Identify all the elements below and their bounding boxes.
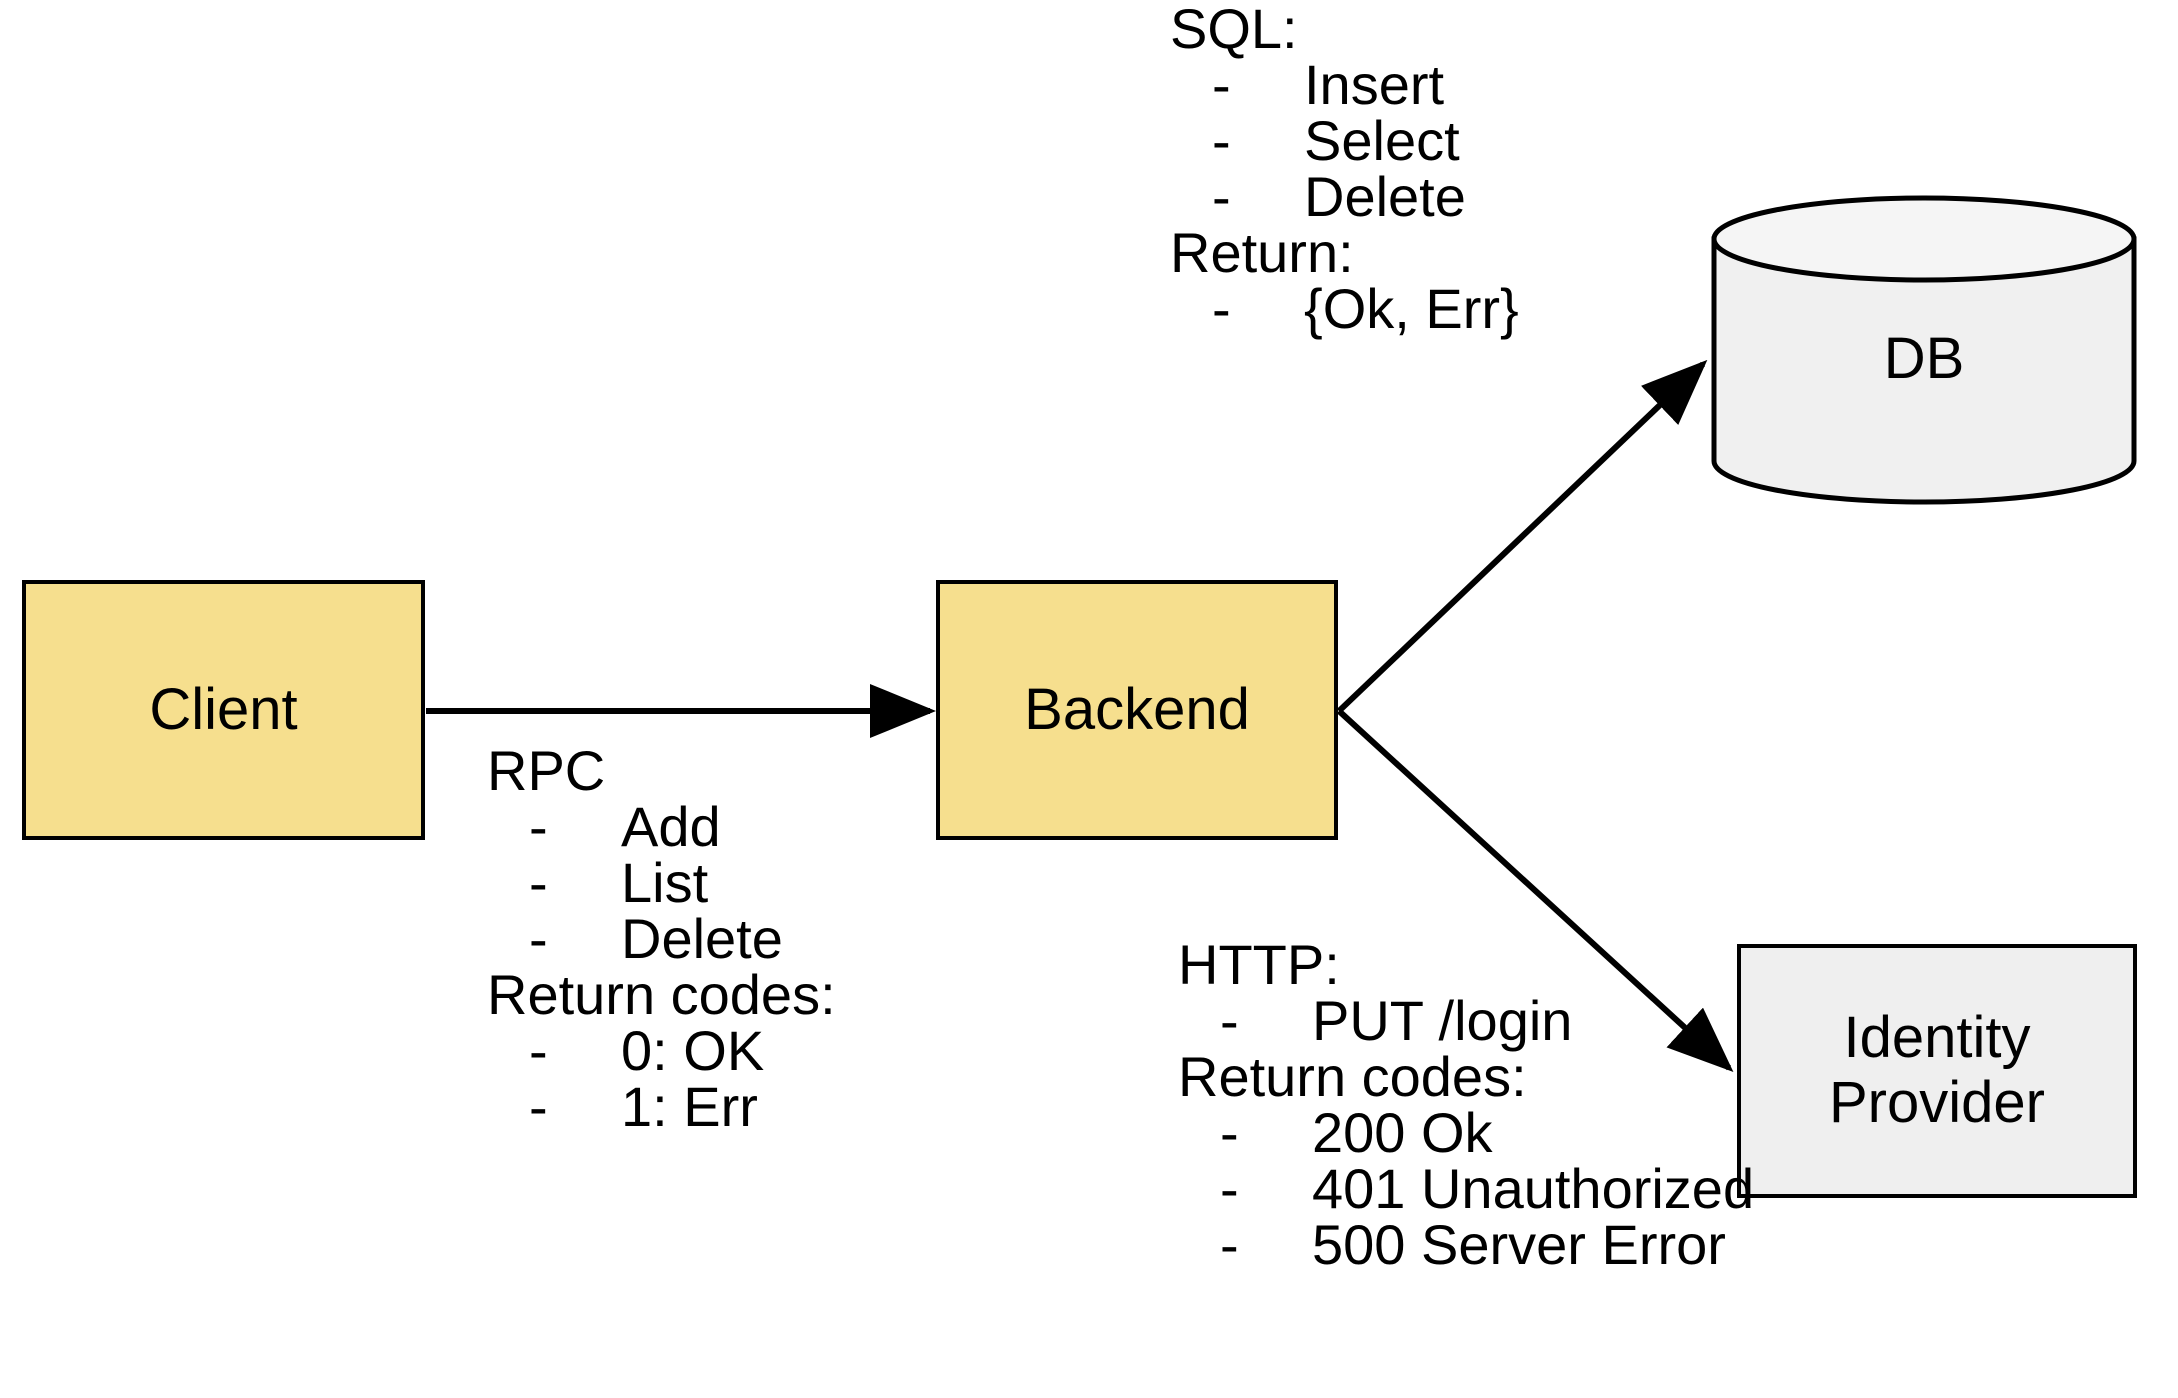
annotation-sql: SQL: - Insert - Select - Delete Return: - {O… bbox=[1170, 0, 1519, 340]
annotation-http-return-text: 401 Unauthorized bbox=[1312, 1157, 1755, 1220]
annotation-sql-return: - {Ok, Err} bbox=[1170, 277, 1519, 340]
annotation-sql-returns-heading: Return: bbox=[1170, 221, 1354, 284]
annotation-rpc-item: - List bbox=[487, 851, 836, 914]
annotation-http: HTTP: -PUT /login Return codes: -200 Ok … bbox=[1178, 933, 1754, 1276]
annotation-sql-item: - Select bbox=[1170, 109, 1519, 172]
bullet-dash-icon: - bbox=[529, 1019, 548, 1082]
node-backend[interactable]: Backend bbox=[936, 580, 1338, 840]
annotation-sql-item-text: Select bbox=[1304, 109, 1460, 172]
bullet-dash-icon: - bbox=[1212, 277, 1231, 340]
annotation-rpc: RPC - Add - List - Delete Return codes: - 0:… bbox=[487, 739, 836, 1138]
bullet-dash-icon: - bbox=[1212, 53, 1231, 116]
annotation-rpc-item-text: Add bbox=[621, 795, 721, 858]
bullet-dash-icon: - bbox=[529, 907, 548, 970]
bullet-dash-icon: - bbox=[1220, 1101, 1239, 1164]
node-identity-provider-label: Identity Provider bbox=[1829, 1005, 2045, 1135]
bullet-dash-icon: - bbox=[529, 851, 548, 914]
annotation-rpc-return-text: 1: Err bbox=[621, 1075, 758, 1138]
node-identity-provider[interactable]: Identity Provider bbox=[1737, 944, 2137, 1198]
edge-backend-to-db bbox=[1336, 359, 1708, 714]
node-db-label-wrap: DB bbox=[1711, 195, 2137, 505]
annotation-rpc-returns-heading: Return codes: bbox=[487, 963, 836, 1026]
annotation-sql-return-text: {Ok, Err} bbox=[1304, 277, 1519, 340]
bullet-dash-icon: - bbox=[1220, 1213, 1239, 1276]
bullet-dash-icon: - bbox=[529, 1075, 548, 1138]
annotation-sql-item: - Insert bbox=[1170, 53, 1519, 116]
node-client[interactable]: Client bbox=[22, 580, 425, 840]
annotation-sql-item-text: Delete bbox=[1304, 165, 1466, 228]
annotation-sql-item: - Delete bbox=[1170, 165, 1519, 228]
annotation-rpc-heading: RPC bbox=[487, 739, 606, 802]
annotation-http-item-text: PUT /login bbox=[1312, 989, 1573, 1052]
bullet-dash-icon: - bbox=[1220, 1157, 1239, 1220]
annotation-http-return-text: 500 Server Error bbox=[1312, 1213, 1726, 1276]
annotation-http-return-text: 200 Ok bbox=[1312, 1101, 1493, 1164]
database-cylinder-icon bbox=[1711, 195, 2137, 505]
annotation-rpc-return: - 1: Err bbox=[487, 1075, 836, 1138]
bullet-dash-icon: - bbox=[1220, 989, 1239, 1052]
node-db[interactable]: DB bbox=[1711, 195, 2137, 505]
bullet-dash-icon: - bbox=[1212, 165, 1231, 228]
annotation-http-return: - 401 Unauthorized bbox=[1178, 1157, 1754, 1220]
annotation-sql-heading: SQL: bbox=[1170, 0, 1298, 60]
annotation-rpc-item: - Add bbox=[487, 795, 836, 858]
node-client-label: Client bbox=[149, 676, 298, 742]
annotation-rpc-item-text: List bbox=[621, 851, 709, 914]
annotation-http-item: - PUT /login bbox=[1178, 989, 1754, 1052]
annotation-rpc-item: - Delete bbox=[487, 907, 836, 970]
bullet-dash-icon: - bbox=[529, 795, 548, 858]
node-backend-label: Backend bbox=[1024, 676, 1250, 742]
annotation-http-return: - 200 Ok bbox=[1178, 1101, 1754, 1164]
annotation-rpc-return-text: 0: OK bbox=[621, 1019, 765, 1082]
annotation-http-return: - 500 Server Error bbox=[1178, 1213, 1754, 1276]
annotation-http-heading: HTTP: bbox=[1178, 933, 1340, 996]
node-db-label: DB bbox=[1883, 325, 1965, 391]
annotation-rpc-item-text: Delete bbox=[621, 907, 783, 970]
bullet-dash-icon: - bbox=[1212, 109, 1231, 172]
annotation-sql-item-text: Insert bbox=[1304, 53, 1445, 116]
annotation-rpc-return: - 0: OK bbox=[487, 1019, 836, 1082]
annotation-http-returns-heading: Return codes: bbox=[1178, 1045, 1527, 1108]
